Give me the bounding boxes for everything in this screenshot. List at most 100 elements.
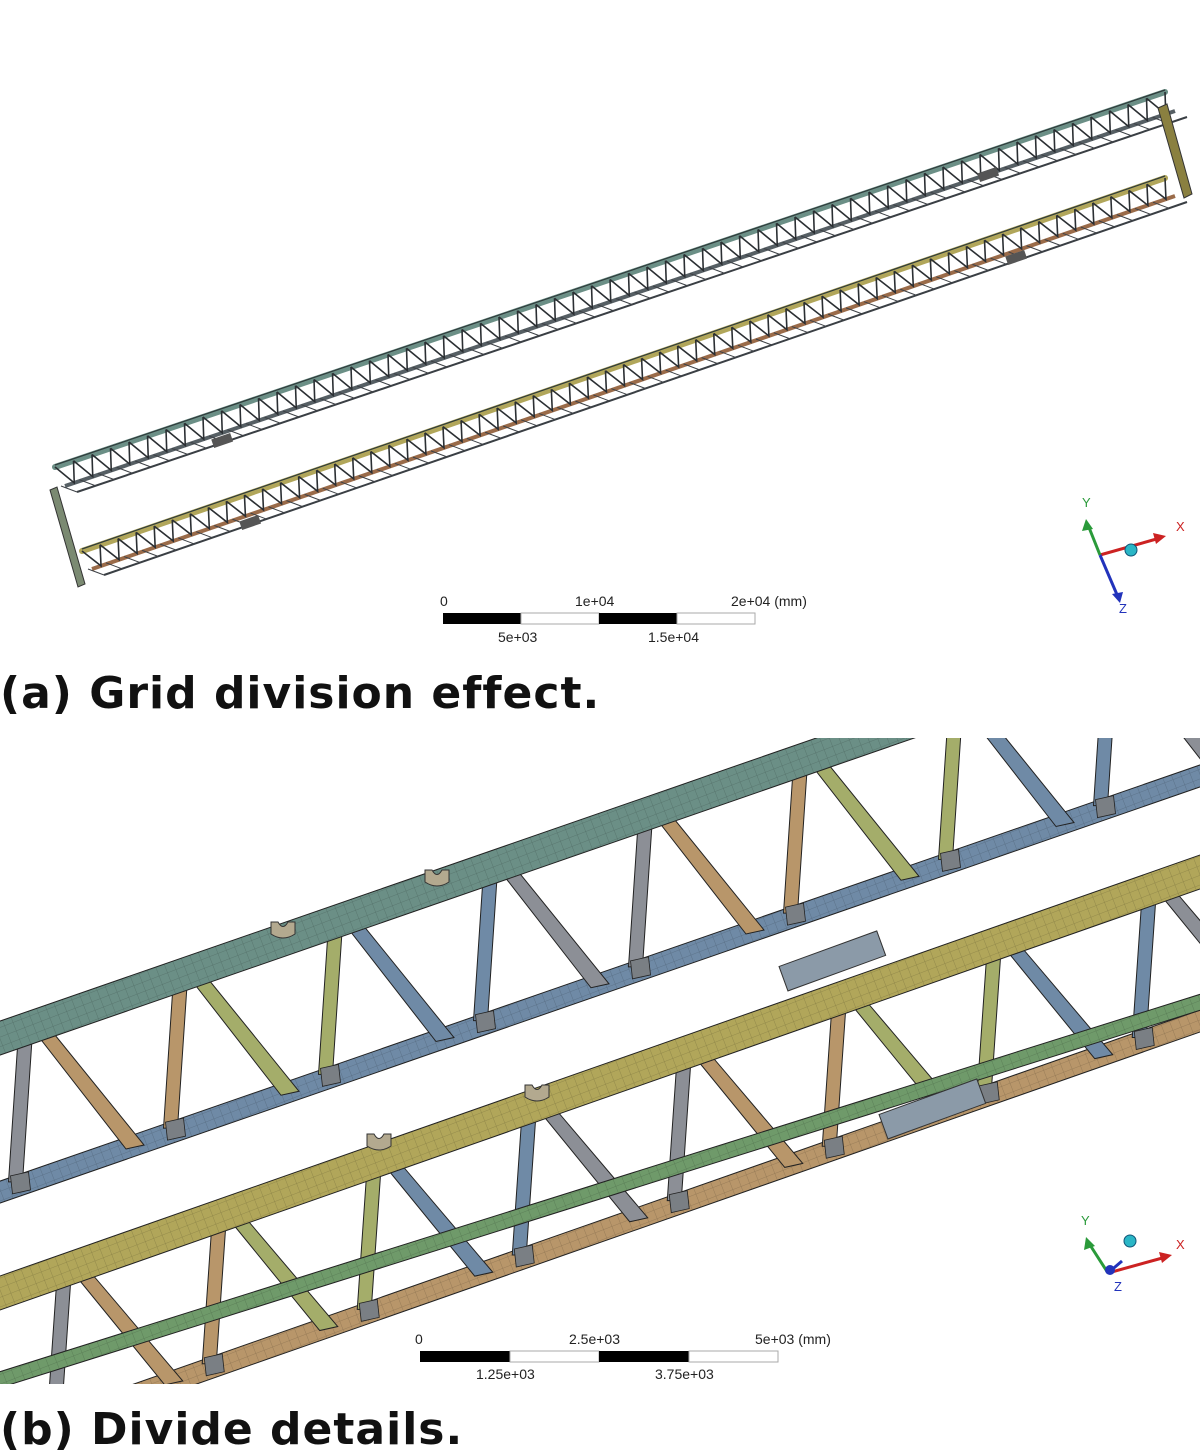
web-member (1016, 135, 1038, 160)
web-member (516, 304, 538, 329)
floor-beam (911, 198, 929, 205)
vertical-member (472, 870, 499, 1022)
floor-beam (990, 257, 1007, 265)
web-member (641, 352, 662, 375)
web-member (1110, 190, 1131, 214)
web-member (442, 420, 463, 444)
floor-beam (178, 537, 195, 545)
web-member (225, 495, 247, 518)
floor-beam (615, 298, 633, 305)
floor-beam (1044, 239, 1061, 246)
diagonal-member (810, 762, 920, 881)
floor-beam (87, 568, 105, 576)
floor-beam (1026, 245, 1043, 253)
vertical-member (317, 923, 344, 1075)
floor-beam (763, 248, 781, 255)
floor-beam (557, 406, 574, 414)
x-axis-label: X (1176, 519, 1185, 534)
web-member (812, 204, 834, 229)
floor-beam (134, 460, 152, 468)
web-member (352, 451, 373, 475)
web-member (239, 398, 261, 423)
floor-beam (338, 391, 355, 399)
web-member (1092, 196, 1113, 220)
web-member (831, 198, 853, 223)
scale-segment (443, 613, 521, 624)
web-member (979, 148, 1001, 173)
scale-label-0: 0 (440, 593, 448, 609)
scale-segment (520, 612, 600, 625)
floor-beam (1080, 226, 1097, 234)
web-member (905, 173, 927, 198)
floor-beam (430, 450, 448, 458)
vertical-member (937, 738, 962, 860)
scale-bar-a: 0 1e+04 2e+04 (mm) 5e+03 1.5e+04 (440, 593, 807, 645)
floor-beam (358, 475, 375, 483)
floor-beam (800, 235, 818, 243)
web-member (424, 426, 445, 450)
top-chord-mesh (0, 855, 1200, 1310)
web-member (701, 241, 723, 266)
web-member (868, 185, 890, 210)
floor-beam (773, 332, 791, 340)
web-member (514, 395, 536, 419)
floor-beam (171, 448, 189, 455)
truss-model-overview (49, 89, 1193, 588)
origin-ball-icon (1123, 1234, 1137, 1248)
floor-beam (486, 341, 503, 349)
web-member (294, 379, 316, 404)
axis-triad-b: X Y Z (1081, 1213, 1185, 1294)
vertical-member (511, 1109, 537, 1256)
vertical-member (782, 762, 809, 914)
web-member (1074, 202, 1095, 226)
floor-beam (819, 229, 836, 237)
vertical-member (666, 1055, 692, 1202)
floor-beam (301, 404, 318, 412)
z-axis-label: Z (1119, 601, 1127, 616)
y-arrowhead (1082, 519, 1093, 531)
floor-beam (1096, 135, 1114, 143)
floor-beam (874, 210, 892, 218)
web-member (262, 482, 283, 506)
web-member (794, 210, 816, 235)
gusset-plate (320, 1063, 341, 1087)
gusset-plate (513, 1244, 535, 1268)
floor-beam (264, 416, 281, 424)
web-member (893, 264, 915, 288)
web-member (313, 373, 335, 398)
web-member (749, 314, 770, 338)
panel-b-viewport[interactable]: 0 2.5e+03 5e+03 (mm) 1.25e+03 3.75e+03 X… (0, 738, 1200, 1384)
web-member (257, 391, 279, 416)
floor-beam (845, 307, 863, 315)
truss-model-detail (0, 738, 1200, 1384)
floor-beam (376, 469, 393, 477)
web-member (109, 441, 131, 466)
web-member (1020, 221, 1041, 245)
web-member (720, 235, 742, 260)
floor-beam (1022, 160, 1040, 168)
scale-segment (676, 612, 756, 625)
gusset-plate (475, 1010, 496, 1034)
gusset-plate (630, 956, 651, 980)
scale-segment (599, 613, 677, 624)
web-member (479, 316, 501, 341)
x-axis-label: X (1176, 1237, 1185, 1252)
floor-beam (523, 329, 540, 337)
web-member (117, 532, 139, 556)
floor-beam (227, 429, 244, 437)
scale-label-three-quarter: 1.5e+04 (648, 629, 699, 645)
floor-beam (190, 441, 207, 449)
floor-beam (726, 260, 744, 268)
web-member (532, 389, 554, 413)
web-member (646, 260, 668, 285)
gusset-plate (358, 1298, 380, 1322)
floor-beam (304, 493, 321, 501)
diagonal-member (986, 738, 1075, 828)
floor-beam (954, 270, 971, 278)
diagonal-member (1159, 891, 1200, 945)
floor-beam (629, 382, 646, 389)
floor-beam (214, 525, 231, 532)
panel-a-viewport[interactable]: 0 1e+04 2e+04 (mm) 5e+03 1.5e+04 X Y Z (0, 0, 1200, 660)
scale-label-three-quarter: 3.75e+03 (655, 1366, 714, 1382)
web-member (370, 445, 391, 469)
